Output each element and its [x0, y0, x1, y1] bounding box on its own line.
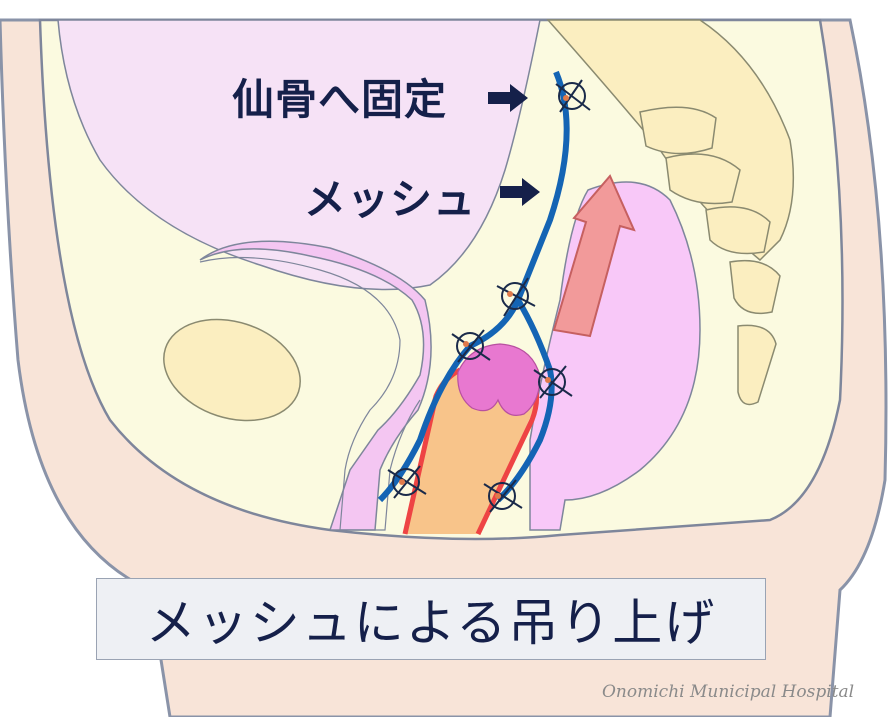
abdominal-cavity	[57, 19, 541, 291]
mesh-posterior-arm	[495, 298, 555, 503]
vertebra	[665, 153, 741, 205]
right-arrow-icon	[500, 178, 540, 206]
cervix	[457, 343, 541, 416]
label-sacrum-fixation: 仙骨へ固定	[232, 75, 448, 124]
caption-box: メッシュによる吊り上げ	[96, 578, 766, 660]
mesh	[377, 70, 570, 503]
caption-text: メッシュによる吊り上げ	[145, 594, 717, 652]
bladder	[199, 240, 432, 531]
vertebra	[705, 206, 771, 255]
suture-center	[399, 95, 569, 499]
coccyx	[737, 324, 777, 406]
right-arrow-icon	[488, 84, 528, 112]
watermark: Onomichi Municipal Hospital	[602, 682, 855, 702]
pubic-bone	[163, 318, 301, 422]
vertebra	[639, 106, 717, 155]
suture-knot-icon	[387, 79, 591, 513]
bladder-body	[199, 256, 421, 531]
up-arrow-icon	[552, 174, 636, 338]
label-mesh: メッシュ	[304, 175, 477, 224]
vertebra	[729, 259, 781, 315]
